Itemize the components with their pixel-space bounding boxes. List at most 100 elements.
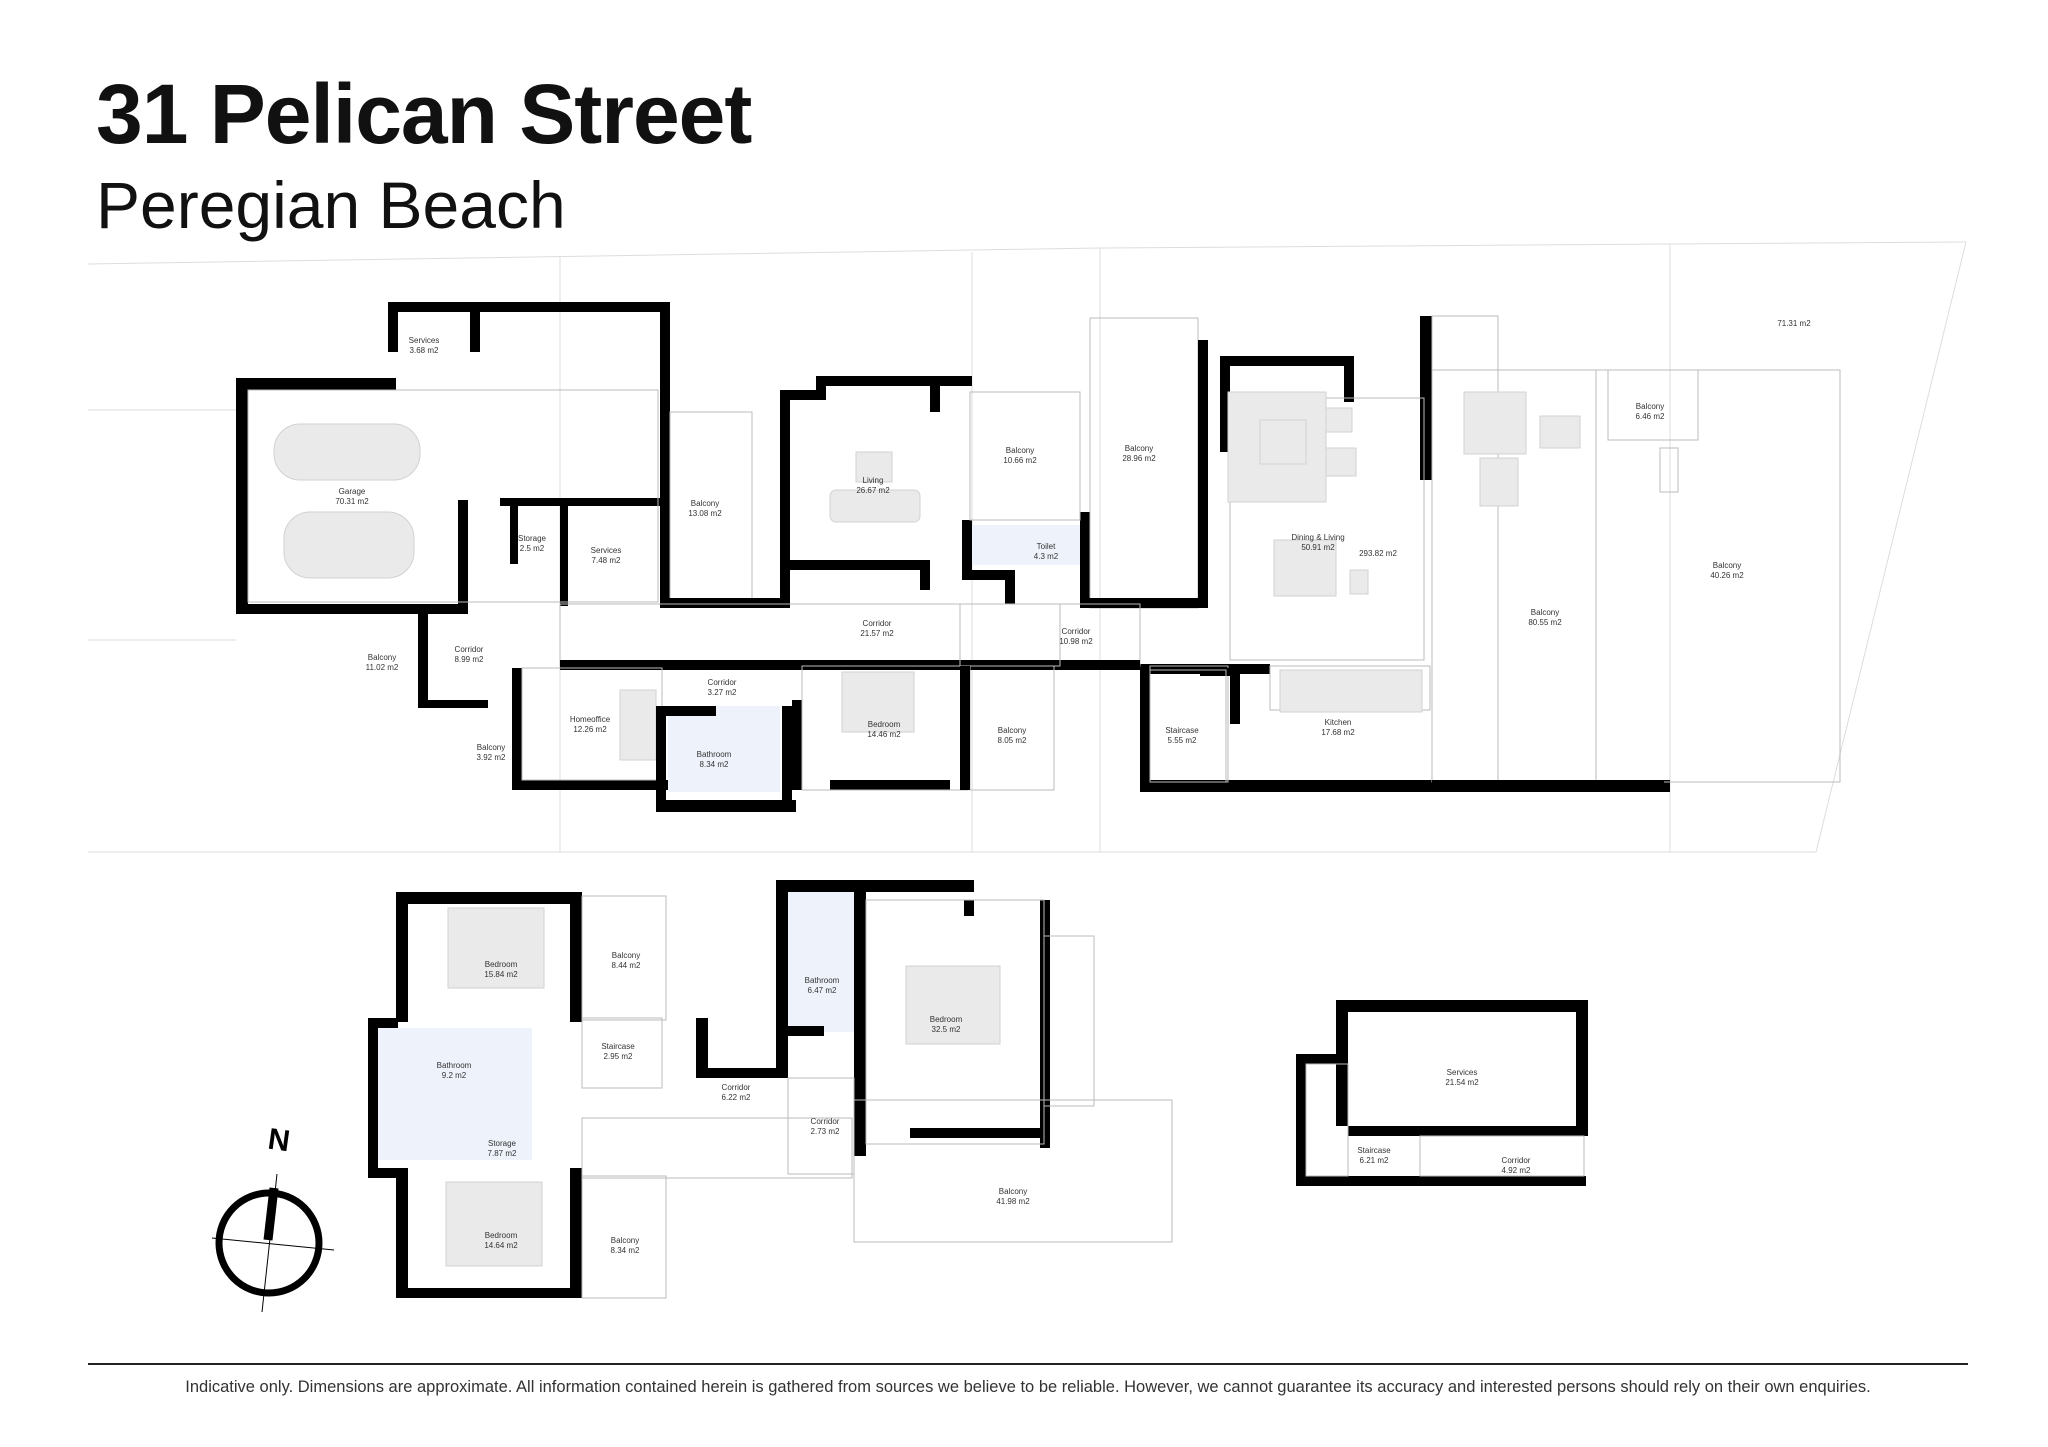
ground-floor-plan xyxy=(236,302,1841,812)
room-area: 12.26 m2 xyxy=(573,725,607,734)
room-label: Balcony xyxy=(998,726,1026,735)
room-area: 2.5 m2 xyxy=(520,544,545,553)
room-label: Bathroom xyxy=(805,976,840,985)
room-label: Balcony xyxy=(368,653,396,662)
room-label: Dining & Living xyxy=(1291,533,1344,542)
room-area: 10.66 m2 xyxy=(1003,456,1037,465)
outdoor-table-icon xyxy=(1463,391,1527,455)
bed-icon xyxy=(905,965,1001,1045)
room-label: Storage xyxy=(488,1139,517,1148)
room-label: Bedroom xyxy=(485,960,518,969)
room-area: 28.96 m2 xyxy=(1122,454,1156,463)
outdoor-chair-icon xyxy=(1539,415,1581,449)
room-area: 70.31 m2 xyxy=(335,497,369,506)
room-label: Kitchen xyxy=(1325,718,1352,727)
room-area: 8.05 m2 xyxy=(998,736,1027,745)
room-label: Storage xyxy=(518,534,547,543)
room-area: 32.5 m2 xyxy=(932,1025,961,1034)
room-area: 8.34 m2 xyxy=(700,760,729,769)
room-label: Staircase xyxy=(1357,1146,1391,1155)
room-area: 6.47 m2 xyxy=(808,986,837,995)
room-label: Corridor xyxy=(722,1083,751,1092)
dining-table-icon xyxy=(1273,539,1337,597)
room-label: Balcony xyxy=(612,951,640,960)
room-area: 8.44 m2 xyxy=(612,961,641,970)
ancillary-block-plan xyxy=(1296,1000,1588,1186)
room-area: 2.95 m2 xyxy=(604,1052,633,1061)
room-area: 41.98 m2 xyxy=(996,1197,1030,1206)
room-area: 6.21 m2 xyxy=(1360,1156,1389,1165)
room-label: Corridor xyxy=(455,645,484,654)
room-label: Services xyxy=(591,546,622,555)
armchair-icon xyxy=(1325,447,1357,477)
site-boundary xyxy=(87,241,1967,853)
car-icon xyxy=(273,423,421,481)
room-area: 3.27 m2 xyxy=(708,688,737,697)
room-label: Living xyxy=(863,476,884,485)
room-label: Balcony xyxy=(1713,561,1741,570)
room-label: Bedroom xyxy=(485,1231,518,1240)
total-area-value: 293.82 m2 xyxy=(1359,549,1397,558)
site-area-value: 71.31 m2 xyxy=(1777,319,1811,328)
room-label: Corridor xyxy=(811,1117,840,1126)
bed-icon xyxy=(445,1181,543,1267)
room-label: Bathroom xyxy=(437,1061,472,1070)
room-label: Services xyxy=(409,336,440,345)
room-label: Balcony xyxy=(1636,402,1664,411)
room-area: 4.3 m2 xyxy=(1034,552,1059,561)
room-labels: 71.31 m2 Services 3.68 m2 Garage 70.31 m… xyxy=(335,319,1811,1255)
room-area: 26.67 m2 xyxy=(856,486,890,495)
footer-divider xyxy=(88,1363,1968,1365)
compass-needle-icon xyxy=(263,1187,279,1241)
room-area: 8.34 m2 xyxy=(611,1246,640,1255)
room-area: 3.92 m2 xyxy=(477,753,506,762)
compass-crosshair-icon xyxy=(211,1237,335,1251)
room-label: Balcony xyxy=(1125,444,1153,453)
room-area: 21.57 m2 xyxy=(860,629,894,638)
room-area: 10.98 m2 xyxy=(1059,637,1093,646)
room-area: 6.46 m2 xyxy=(1636,412,1665,421)
room-area: 11.02 m2 xyxy=(366,663,399,672)
room-area: 21.54 m2 xyxy=(1445,1078,1479,1087)
room-label: Services xyxy=(1447,1068,1478,1077)
room-area: 15.84 m2 xyxy=(484,970,518,979)
kitchen-island-icon xyxy=(1279,669,1423,713)
compass-north-label: N xyxy=(266,1123,292,1159)
room-area: 14.64 m2 xyxy=(484,1241,518,1250)
desk-icon xyxy=(619,689,657,761)
property-address-title: 31 Pelican Street xyxy=(96,67,752,161)
room-label: Corridor xyxy=(708,678,737,687)
room-label: Balcony xyxy=(611,1236,639,1245)
lounge-chair-icon xyxy=(1259,419,1307,465)
room-area: 17.68 m2 xyxy=(1321,728,1355,737)
room-label: Bedroom xyxy=(930,1015,963,1024)
room-area: 7.87 m2 xyxy=(488,1149,517,1158)
room-area: 6.22 m2 xyxy=(722,1093,751,1102)
bed-icon xyxy=(447,907,545,989)
bed-icon xyxy=(841,671,915,733)
room-label: Balcony xyxy=(691,499,719,508)
armchair-icon xyxy=(1325,407,1353,433)
room-label: Homeoffice xyxy=(570,715,611,724)
room-label: Balcony xyxy=(1531,608,1559,617)
north-compass: N xyxy=(211,1123,335,1313)
sofa-icon xyxy=(829,489,921,523)
property-suburb-subtitle: Peregian Beach xyxy=(96,168,566,242)
room-area: 13.08 m2 xyxy=(688,509,722,518)
room-label: Staircase xyxy=(1165,726,1199,735)
disclaimer-text: Indicative only. Dimensions are approxim… xyxy=(185,1378,1871,1396)
room-area: 4.92 m2 xyxy=(1502,1166,1531,1175)
room-label: Bathroom xyxy=(697,750,732,759)
room-area: 80.55 m2 xyxy=(1528,618,1562,627)
room-label: Corridor xyxy=(1062,627,1091,636)
outdoor-chair-icon xyxy=(1479,457,1519,507)
chair-icon xyxy=(1349,569,1369,595)
room-area: 40.26 m2 xyxy=(1710,571,1744,580)
room-area: 3.68 m2 xyxy=(410,346,439,355)
room-label: Balcony xyxy=(1006,446,1034,455)
room-label: Bedroom xyxy=(868,720,901,729)
room-label: Garage xyxy=(339,487,366,496)
room-area: 9.2 m2 xyxy=(442,1071,467,1080)
room-area: 8.99 m2 xyxy=(455,655,484,664)
